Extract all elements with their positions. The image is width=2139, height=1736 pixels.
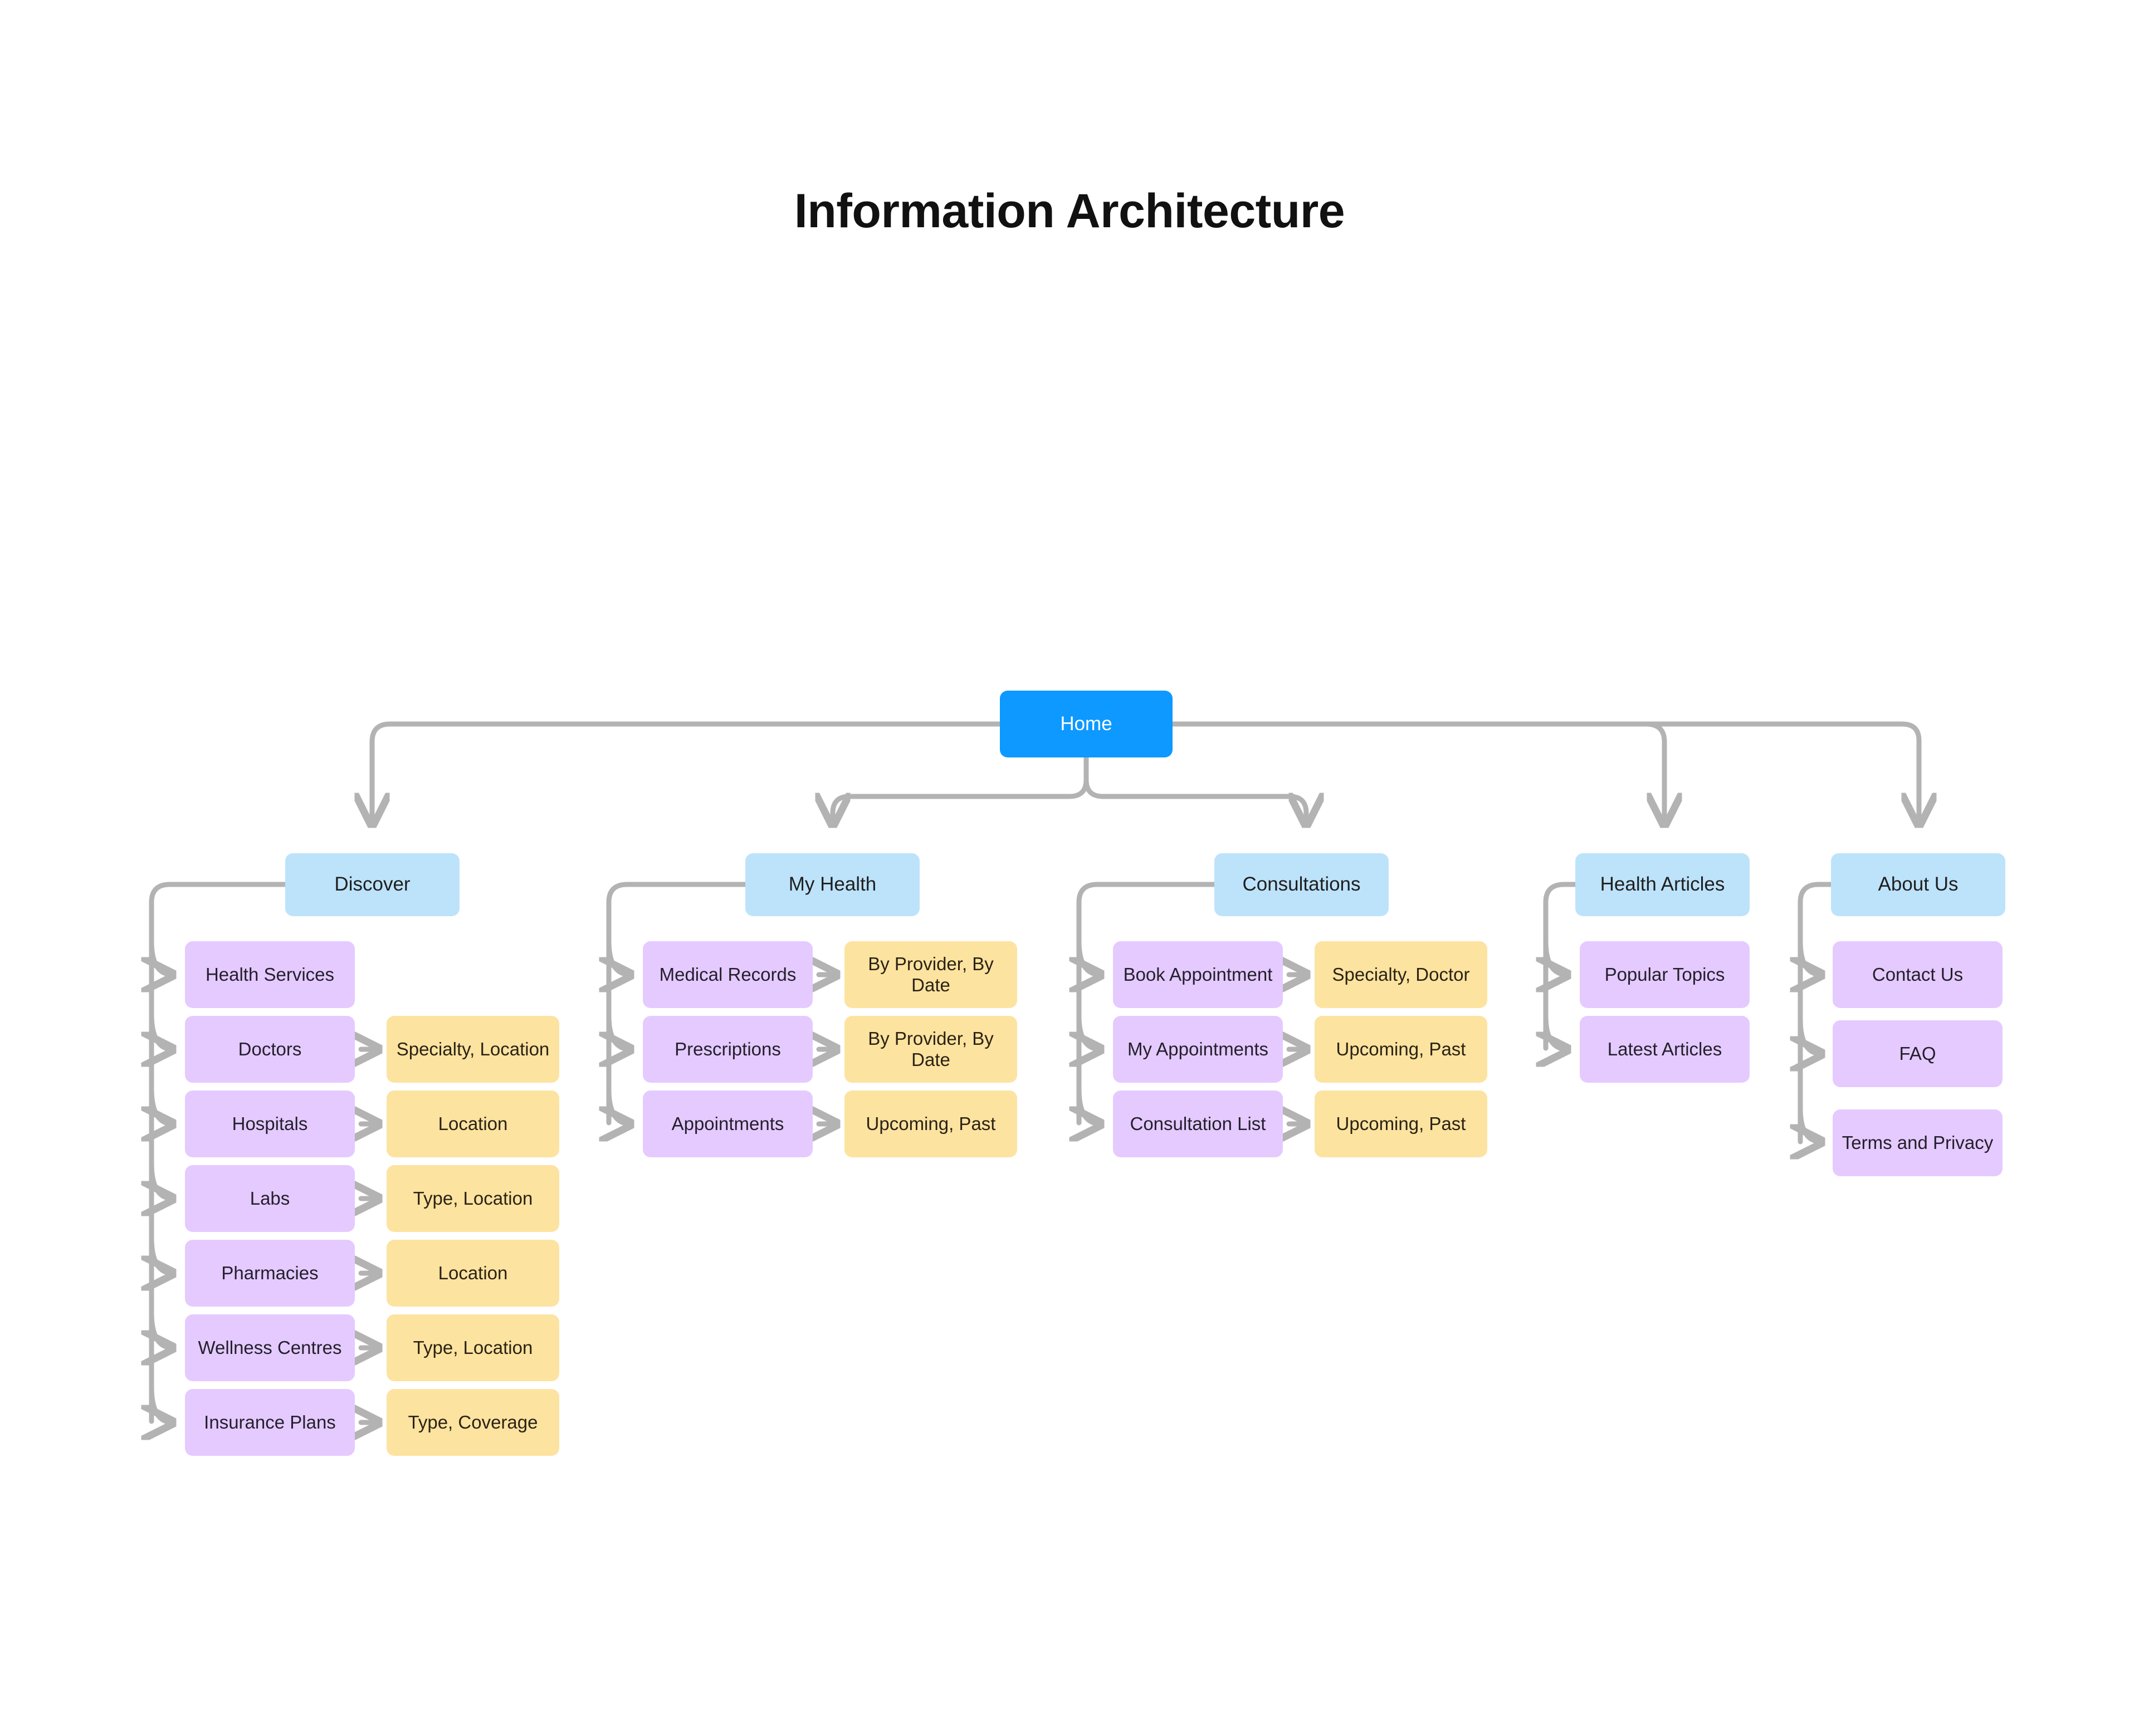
- node-health-articles[interactable]: Health Articles: [1575, 853, 1750, 916]
- detail-prescriptions[interactable]: By Provider, By Date: [844, 1016, 1017, 1083]
- node-book-appointment[interactable]: Book Appointment: [1113, 941, 1283, 1008]
- node-hospitals[interactable]: Hospitals: [185, 1090, 355, 1157]
- detail-labs[interactable]: Type, Location: [387, 1165, 559, 1232]
- node-pharmacies[interactable]: Pharmacies: [185, 1240, 355, 1307]
- detail-my-appointments[interactable]: Upcoming, Past: [1315, 1016, 1487, 1083]
- detail-consultation-list[interactable]: Upcoming, Past: [1315, 1090, 1487, 1157]
- node-faq[interactable]: FAQ: [1833, 1020, 2003, 1087]
- node-my-health[interactable]: My Health: [745, 853, 920, 916]
- detail-insurance-plans[interactable]: Type, Coverage: [387, 1389, 559, 1456]
- detail-doctors[interactable]: Specialty, Location: [387, 1016, 559, 1083]
- node-home[interactable]: Home: [1000, 691, 1173, 757]
- node-about-us[interactable]: About Us: [1831, 853, 2005, 916]
- node-prescriptions[interactable]: Prescriptions: [643, 1016, 813, 1083]
- detail-appointments[interactable]: Upcoming, Past: [844, 1090, 1017, 1157]
- node-insurance-plans[interactable]: Insurance Plans: [185, 1389, 355, 1456]
- node-terms-and-privacy[interactable]: Terms and Privacy: [1833, 1109, 2003, 1176]
- node-labs[interactable]: Labs: [185, 1165, 355, 1232]
- node-my-appointments[interactable]: My Appointments: [1113, 1016, 1283, 1083]
- detail-medical-records[interactable]: By Provider, By Date: [844, 941, 1017, 1008]
- detail-pharmacies[interactable]: Location: [387, 1240, 559, 1307]
- node-discover[interactable]: Discover: [285, 853, 460, 916]
- node-popular-topics[interactable]: Popular Topics: [1580, 941, 1750, 1008]
- node-consultation-list[interactable]: Consultation List: [1113, 1090, 1283, 1157]
- detail-wellness-centres[interactable]: Type, Location: [387, 1314, 559, 1381]
- node-contact-us[interactable]: Contact Us: [1833, 941, 2003, 1008]
- detail-hospitals[interactable]: Location: [387, 1090, 559, 1157]
- node-medical-records[interactable]: Medical Records: [643, 941, 813, 1008]
- detail-book-appointment[interactable]: Specialty, Doctor: [1315, 941, 1487, 1008]
- node-doctors[interactable]: Doctors: [185, 1016, 355, 1083]
- node-wellness-centres[interactable]: Wellness Centres: [185, 1314, 355, 1381]
- node-latest-articles[interactable]: Latest Articles: [1580, 1016, 1750, 1083]
- node-health-services[interactable]: Health Services: [185, 941, 355, 1008]
- node-consultations[interactable]: Consultations: [1214, 853, 1389, 916]
- node-appointments[interactable]: Appointments: [643, 1090, 813, 1157]
- page-title: Information Architecture: [794, 184, 1345, 238]
